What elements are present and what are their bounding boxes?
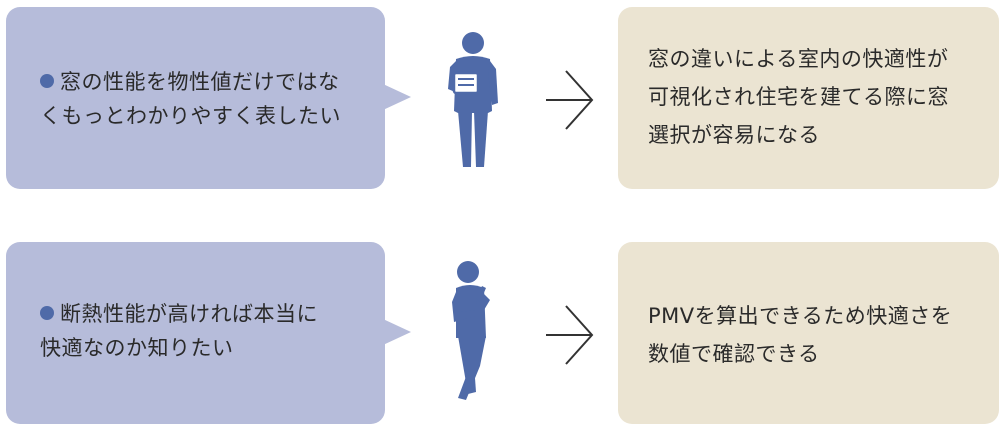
result-text-line: 可視化され住宅を建てる際に窓 bbox=[648, 85, 949, 109]
person-thinking-icon bbox=[452, 261, 490, 400]
bullet-icon bbox=[40, 74, 54, 88]
speech-bubble-tail bbox=[383, 319, 411, 345]
need-text-line: 快適なのか知りたい bbox=[40, 336, 234, 360]
person-holding-document-icon bbox=[448, 32, 498, 167]
need-result-row-2: 断熱性能が高ければ本当に 快適なのか知りたい PMVを算出できるため快適さを 数… bbox=[0, 242, 1005, 426]
bullet-icon bbox=[40, 306, 54, 320]
speech-bubble-tail bbox=[383, 84, 411, 110]
need-speech-bubble: 断熱性能が高ければ本当に 快適なのか知りたい bbox=[6, 242, 385, 424]
need-text-line: 窓の性能を物性値だけではな bbox=[40, 65, 375, 99]
result-text-line: 窓の違いによる室内の快適性が bbox=[648, 47, 949, 71]
need-result-row-1: 窓の性能を物性値だけではな くもっとわかりやすく表したい 窓の違いによる bbox=[0, 7, 1005, 191]
result-text: 窓の違いによる室内の快適性が 可視化され住宅を建てる際に窓 選択が容易になる bbox=[648, 40, 988, 154]
need-text-line: くもっとわかりやすく表したい bbox=[40, 104, 341, 128]
arrow-right-icon bbox=[546, 70, 594, 130]
result-text-line: 選択が容易になる bbox=[648, 123, 820, 147]
result-box: PMVを算出できるため快適さを 数値で確認できる bbox=[618, 242, 999, 424]
result-text: PMVを算出できるため快適さを 数値で確認できる bbox=[648, 297, 988, 373]
arrow-right-icon bbox=[546, 305, 594, 365]
need-text: 窓の性能を物性値だけではな くもっとわかりやすく表したい bbox=[40, 65, 375, 133]
need-text: 断熱性能が高ければ本当に 快適なのか知りたい bbox=[40, 297, 375, 365]
result-box: 窓の違いによる室内の快適性が 可視化され住宅を建てる際に窓 選択が容易になる bbox=[618, 7, 999, 189]
need-speech-bubble: 窓の性能を物性値だけではな くもっとわかりやすく表したい bbox=[6, 7, 385, 189]
need-text-line: 断熱性能が高ければ本当に bbox=[40, 297, 375, 331]
result-text-line: PMVを算出できるため快適さを bbox=[648, 304, 953, 328]
result-text-line: 数値で確認できる bbox=[648, 342, 820, 366]
